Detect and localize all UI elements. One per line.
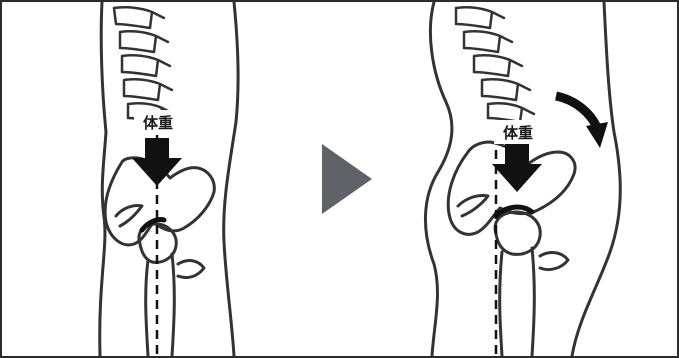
curved-arrow-icon bbox=[556, 96, 608, 148]
right-front-outline bbox=[572, 2, 620, 356]
left-femur-shaft bbox=[146, 254, 175, 356]
right-weight-label-box: 体重 bbox=[494, 120, 542, 144]
triangle-right-icon bbox=[322, 144, 372, 214]
right-thigh-muscle bbox=[540, 253, 568, 270]
left-thigh-muscle bbox=[178, 261, 204, 278]
right-back-outline bbox=[425, 2, 451, 356]
left-pelvis-inner bbox=[116, 205, 142, 226]
right-pelvis-inner bbox=[458, 195, 488, 216]
left-back-outline bbox=[100, 2, 106, 356]
right-spine bbox=[456, 7, 534, 122]
right-weight-arrow bbox=[492, 144, 542, 192]
left-weight-label-box: 体重 bbox=[134, 110, 182, 134]
left-weight-label: 体重 bbox=[143, 114, 173, 132]
left-front-outline bbox=[224, 2, 238, 356]
left-spine bbox=[114, 7, 174, 122]
right-weight-label: 体重 bbox=[503, 124, 533, 142]
left-weight-arrow bbox=[132, 138, 182, 186]
left-panel bbox=[100, 2, 238, 356]
right-femur-shaft bbox=[500, 248, 535, 356]
